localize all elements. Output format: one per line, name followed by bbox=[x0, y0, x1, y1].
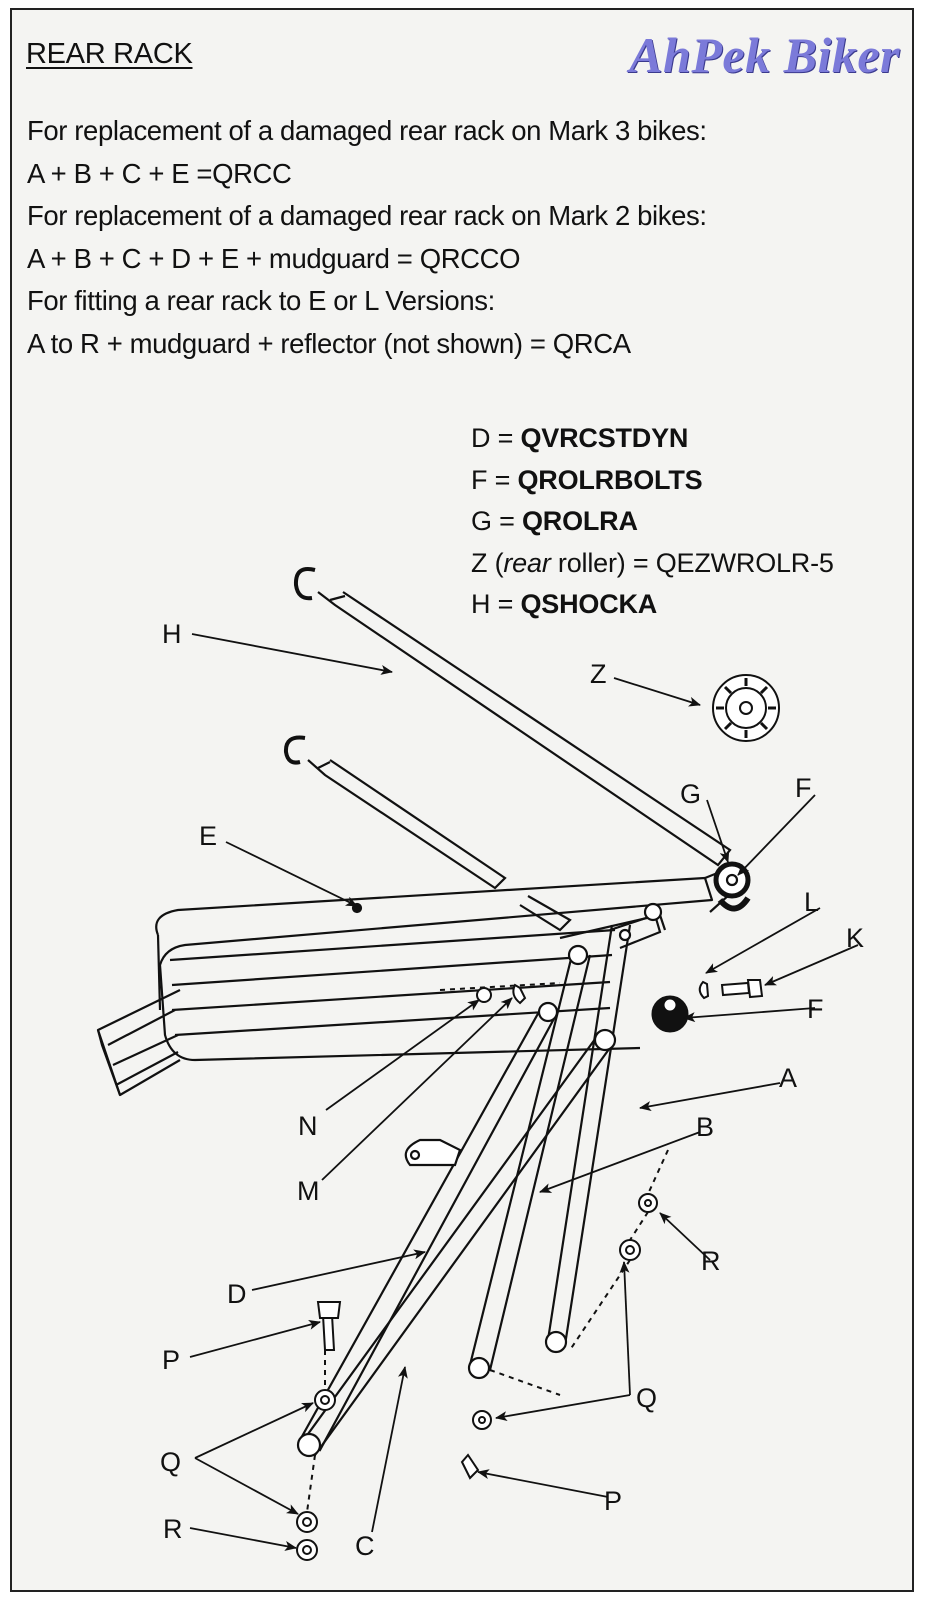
label-z: Z bbox=[590, 659, 607, 689]
rack-stays bbox=[296, 902, 663, 1458]
rear-roller-z bbox=[712, 674, 780, 742]
label-h: H bbox=[162, 619, 182, 649]
replacement-instructions: For replacement of a damaged rear rack o… bbox=[27, 110, 907, 365]
label-b: B bbox=[696, 1112, 714, 1142]
part-code-list: D = QVRCSTDYN F = QROLRBOLTS G = QROLRA … bbox=[471, 418, 834, 626]
label-a: A bbox=[779, 1063, 797, 1093]
part-code: QVRCSTDYN bbox=[520, 423, 689, 453]
page-title: REAR RACK bbox=[26, 38, 193, 70]
label-l: L bbox=[804, 887, 819, 917]
label-q-left: Q bbox=[160, 1447, 181, 1477]
part-note-rest: roller bbox=[557, 547, 617, 578]
washers-and-bolts bbox=[296, 1149, 669, 1561]
instruction-line: A + B + C + E =QRCC bbox=[27, 157, 292, 189]
part-letter: D bbox=[471, 423, 491, 453]
part-code: QROLRA bbox=[521, 506, 638, 536]
label-n: N bbox=[298, 1111, 318, 1141]
part-letter: H bbox=[471, 589, 491, 619]
diagram-labels: H Z G F E L K F A B N M D R P Q Q P R C bbox=[160, 619, 864, 1561]
part-letter: G bbox=[471, 506, 492, 536]
part-code-row: Z (rear roller) = QEZWROLR-5 bbox=[471, 547, 834, 578]
leader-lines bbox=[189, 633, 859, 1551]
instruction-line: A to R + mudguard + reflector (not shown… bbox=[27, 327, 631, 359]
watermark-logo: AhPek Biker bbox=[629, 27, 900, 83]
label-r-right: R bbox=[701, 1246, 721, 1276]
label-p-left: P bbox=[162, 1345, 180, 1375]
rack-platform bbox=[96, 868, 742, 1097]
instruction-line: For fitting a rear rack to E or L Versio… bbox=[27, 285, 495, 316]
instruction-line: A + B + C + D + E + mudguard = QRCCO bbox=[27, 242, 521, 274]
shock-arm-lower bbox=[283, 735, 572, 932]
bolt-k bbox=[698, 979, 764, 1000]
label-e: E bbox=[199, 821, 217, 851]
roller-g bbox=[651, 995, 689, 1033]
shock-arm-h bbox=[293, 567, 751, 912]
instruction-line: For replacement of a damaged rear rack o… bbox=[27, 115, 707, 146]
part-code-row: H = QSHOCKA bbox=[471, 589, 658, 619]
label-m: M bbox=[297, 1176, 320, 1206]
label-f-mid: F bbox=[807, 994, 824, 1024]
label-q-right: Q bbox=[636, 1383, 657, 1413]
part-note: rear bbox=[503, 547, 551, 578]
part-code-row: G = QROLRA bbox=[471, 506, 638, 536]
part-code: QROLRBOLTS bbox=[517, 464, 703, 495]
label-d: D bbox=[227, 1279, 247, 1309]
part-code-row: D = QVRCSTDYN bbox=[471, 423, 689, 453]
diagram-frame bbox=[10, 8, 914, 1592]
label-k: K bbox=[846, 923, 864, 953]
part-code: QEZWROLR-5 bbox=[655, 547, 834, 578]
label-f-top: F bbox=[795, 773, 812, 803]
label-r-left: R bbox=[163, 1514, 183, 1544]
part-code: QSHOCKA bbox=[520, 589, 658, 619]
label-c: C bbox=[355, 1531, 375, 1561]
instruction-line: For replacement of a damaged rear rack o… bbox=[27, 200, 707, 231]
part-letter: Z bbox=[471, 547, 488, 578]
part-letter: F bbox=[471, 464, 488, 495]
part-code-row: F = QROLRBOLTS bbox=[471, 464, 703, 495]
nuts-n-m bbox=[439, 982, 561, 1005]
label-g: G bbox=[680, 779, 701, 809]
label-p-bottom: P bbox=[604, 1486, 622, 1516]
